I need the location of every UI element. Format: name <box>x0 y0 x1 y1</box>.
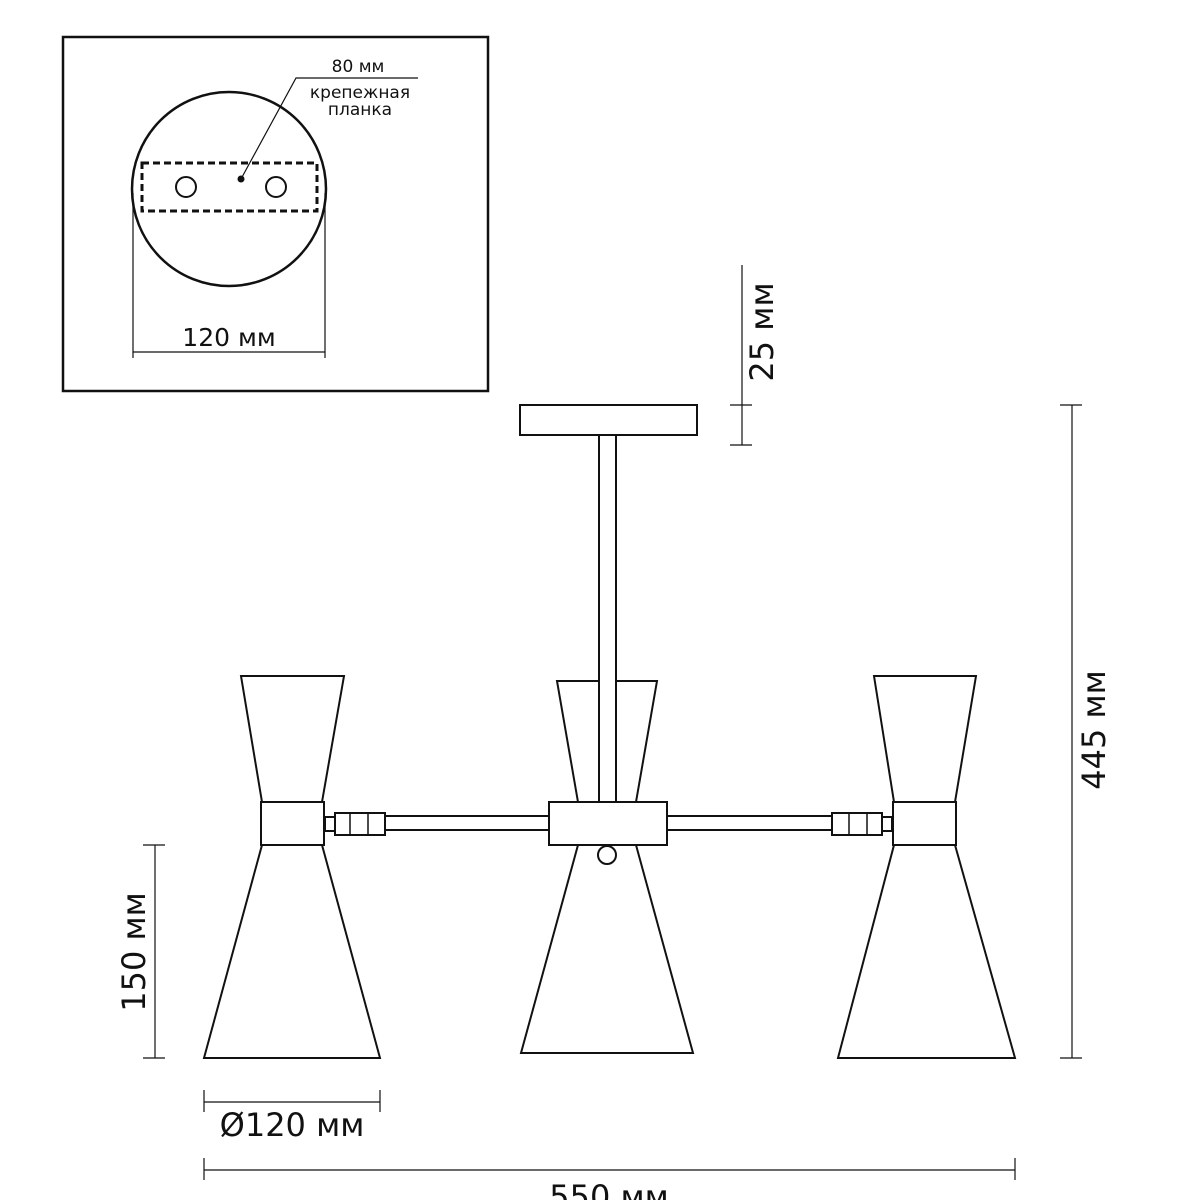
shade-height-label: 150 мм <box>115 892 153 1012</box>
arm-right <box>666 815 833 831</box>
mounting-hole-left <box>175 176 197 198</box>
canopy-circle <box>130 90 328 288</box>
dimension-shade-height: 150 мм <box>115 844 165 1059</box>
total-height-label: 445 мм <box>1075 670 1113 790</box>
dimension-canopy-height: 25 мм <box>730 265 781 446</box>
mounting-strip-outline <box>140 161 319 213</box>
canopy-height-label: 25 мм <box>743 282 781 381</box>
left-shade <box>202 675 382 1059</box>
strip-name-label-line2: планка <box>328 100 392 120</box>
arm-left <box>384 815 551 831</box>
dimension-total-width: 550 мм <box>203 1158 1016 1200</box>
strip-leader-line <box>240 77 418 180</box>
mounting-hole-right <box>265 176 287 198</box>
dimension-total-height: 445 мм <box>1060 404 1113 1059</box>
mounting-detail-inset: 80 мм крепежная планка 120 мм <box>61 35 490 393</box>
joint-right <box>831 812 893 836</box>
dimension-shade-diameter: Ø120 мм <box>203 1090 381 1144</box>
shade-diameter-label: Ø120 мм <box>220 1106 365 1144</box>
center-hub <box>548 801 668 846</box>
strip-name-label-line1: крепежная <box>310 83 410 103</box>
center-stem <box>598 434 617 803</box>
canopy-diameter-label: 120 мм <box>182 323 275 352</box>
chandelier <box>202 404 1017 1059</box>
center-shade-lower <box>519 844 695 1054</box>
right-shade <box>836 675 1017 1059</box>
ceiling-canopy <box>519 404 698 436</box>
strip-width-label: 80 мм <box>332 57 385 77</box>
inset-frame <box>61 35 490 393</box>
total-width-label: 550 мм <box>549 1178 669 1200</box>
joint-left <box>324 812 386 836</box>
center-bulb-cap <box>597 845 617 865</box>
